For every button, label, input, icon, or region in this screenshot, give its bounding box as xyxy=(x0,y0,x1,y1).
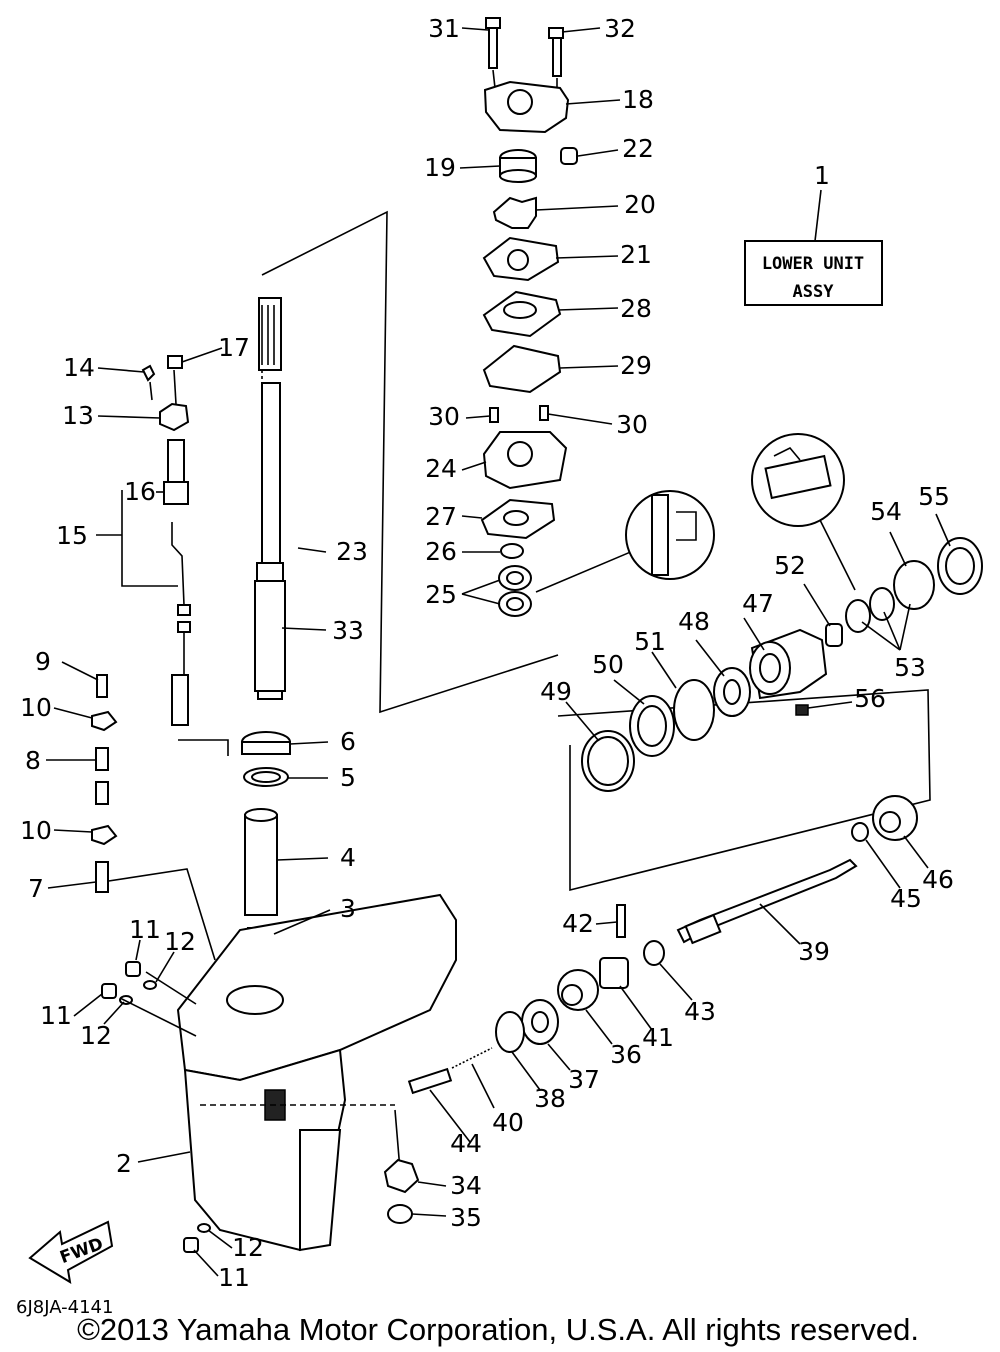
callout-26: 26 xyxy=(425,537,457,566)
callout-21: 21 xyxy=(620,240,652,269)
callout-11a: 11 xyxy=(129,915,161,944)
callout-42: 42 xyxy=(562,909,594,938)
callout-50: 50 xyxy=(592,650,624,679)
callout-28: 28 xyxy=(620,294,652,323)
callout-22: 22 xyxy=(622,134,654,163)
callout-12b: 12 xyxy=(80,1021,112,1050)
water-pump-parts xyxy=(480,17,715,617)
callout-51: 51 xyxy=(634,627,666,656)
assy-label-line1: LOWER UNIT xyxy=(762,254,864,274)
callout-5: 5 xyxy=(340,763,356,792)
callout-18: 18 xyxy=(622,85,654,114)
callout-12c: 12 xyxy=(232,1233,264,1262)
callout-2: 2 xyxy=(116,1149,132,1178)
callout-40: 40 xyxy=(492,1108,524,1137)
callout-23: 23 xyxy=(336,537,368,566)
callout-38: 38 xyxy=(534,1084,566,1113)
callout-27: 27 xyxy=(425,502,457,531)
callout-53: 53 xyxy=(894,653,926,682)
callout-10b: 10 xyxy=(20,816,52,845)
callout-39: 39 xyxy=(798,937,830,966)
callout-33: 33 xyxy=(332,616,364,645)
callout-7: 7 xyxy=(28,874,44,903)
callout-4: 4 xyxy=(340,843,356,872)
callout-16: 16 xyxy=(124,477,156,506)
callout-6: 6 xyxy=(340,727,356,756)
callout-30a: 30 xyxy=(428,402,460,431)
callout-15: 15 xyxy=(56,521,88,550)
callout-54: 54 xyxy=(870,497,902,526)
callout-44: 44 xyxy=(450,1129,482,1158)
callout-11b: 11 xyxy=(40,1001,72,1030)
bearing-housing-parts xyxy=(581,433,983,792)
callout-47: 47 xyxy=(742,589,774,618)
callout-31: 31 xyxy=(428,14,460,43)
drive-shaft-tube-parts xyxy=(241,731,291,955)
callout-12a: 12 xyxy=(164,927,196,956)
callout-20: 20 xyxy=(624,190,656,219)
callout-36: 36 xyxy=(610,1040,642,1069)
callout-45: 45 xyxy=(890,884,922,913)
copyright-notice: ©2013 Yamaha Motor Corporation, U.S.A. A… xyxy=(77,1312,919,1347)
shift-rod-parts xyxy=(91,355,191,893)
drive-shaft xyxy=(254,297,286,700)
drawing-code: 6J8JA-4141 xyxy=(16,1297,113,1318)
callout-55: 55 xyxy=(918,482,950,511)
drain-screws xyxy=(101,961,211,1253)
assy-label-line2: ASSY xyxy=(793,282,835,302)
propeller-shaft-parts xyxy=(383,795,918,1224)
callout-46: 46 xyxy=(922,865,954,894)
callout-1: 1 xyxy=(814,161,830,190)
fwd-arrow-icon: FWD xyxy=(28,1220,114,1284)
callout-49: 49 xyxy=(540,677,572,706)
callout-24: 24 xyxy=(425,454,457,483)
callout-14: 14 xyxy=(63,353,95,382)
callout-41: 41 xyxy=(642,1023,674,1052)
callout-11c: 11 xyxy=(218,1263,250,1292)
callout-8: 8 xyxy=(25,746,41,775)
callout-19: 19 xyxy=(424,153,456,182)
callout-56: 56 xyxy=(854,684,886,713)
callout-17: 17 xyxy=(218,333,250,362)
callout-43: 43 xyxy=(684,997,716,1026)
callout-37: 37 xyxy=(568,1065,600,1094)
assembly-outline-lines xyxy=(101,210,931,1171)
callout-32: 32 xyxy=(604,14,636,43)
callout-numbers: 1 2 3 4 5 6 7 8 9 10 10 11 11 11 12 12 1… xyxy=(20,14,954,1292)
callout-52: 52 xyxy=(774,551,806,580)
callout-34: 34 xyxy=(450,1171,482,1200)
leader-lines xyxy=(46,27,951,1277)
callout-29: 29 xyxy=(620,351,652,380)
lower-unit-assy-box: LOWER UNIT ASSY xyxy=(744,189,883,306)
callout-35: 35 xyxy=(450,1203,482,1232)
callout-48: 48 xyxy=(678,607,710,636)
callout-13: 13 xyxy=(62,401,94,430)
callout-25: 25 xyxy=(425,580,457,609)
callout-3: 3 xyxy=(340,894,356,923)
callout-10a: 10 xyxy=(20,693,52,722)
callout-30b: 30 xyxy=(616,410,648,439)
gear-case xyxy=(176,893,457,1252)
callout-9: 9 xyxy=(35,647,51,676)
